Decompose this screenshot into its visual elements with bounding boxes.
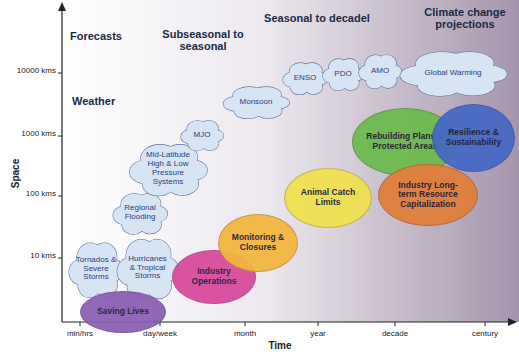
ellipse-label: Saving Lives: [97, 307, 149, 317]
tick-label: century: [455, 330, 515, 339]
management-ellipse: Animal Catch Limits: [284, 168, 372, 228]
cloud-label: ENSO: [294, 74, 317, 83]
scale-heading: Seasonal to decadel: [262, 12, 372, 24]
ellipse-label: Resilience & Sustainability: [443, 128, 504, 147]
management-ellipse: Industry Long-term Resource Capitalizati…: [378, 164, 478, 226]
cloud-label: Regional Flooding: [120, 204, 161, 222]
cloud-label: MJO: [194, 131, 211, 140]
ellipse-label: Animal Catch Limits: [296, 188, 361, 207]
cloud-label: Global Warming: [424, 69, 481, 78]
cloud-label: Mid-Latitude High & Low Pressure Systems: [139, 151, 198, 187]
tick-label: min/hrs: [55, 330, 105, 339]
tick-label: decade: [365, 330, 425, 339]
phenomenon-cloud: PDO: [322, 56, 364, 92]
cloud-label: PDO: [334, 70, 351, 79]
scale-heading: Climate change projections: [418, 6, 512, 30]
management-ellipse: Saving Lives: [80, 291, 166, 333]
ellipse-label: Monitoring & Closures: [229, 233, 288, 252]
axis-arrow: [508, 318, 517, 326]
tick-label: day/week: [130, 330, 190, 339]
phenomenon-cloud: Regional Flooding: [112, 190, 168, 236]
phenomenon-cloud: MJO: [180, 118, 224, 152]
tick-label: 10 kms: [0, 252, 56, 261]
y-axis: [61, 8, 62, 322]
axis-title: Space: [10, 149, 21, 199]
phenomenon-cloud: Monsoon: [222, 84, 290, 120]
tick-label: month: [215, 330, 275, 339]
scale-heading: Weather: [72, 95, 132, 107]
ellipse-label: Industry Operations: [183, 267, 245, 286]
cloud-label: Monsoon: [240, 98, 273, 107]
plot-area: [62, 0, 519, 322]
axis-title: Time: [255, 340, 305, 351]
management-ellipse: Resilience & Sustainability: [432, 104, 515, 172]
scale-heading: Subseasonal to seasonal: [158, 28, 248, 52]
ellipse-label: Industry Long-term Resource Capitalizati…: [391, 181, 465, 210]
axis-arrow: [58, 2, 66, 11]
management-ellipse: Monitoring & Closures: [218, 214, 298, 272]
axis-ticks: [58, 73, 485, 326]
tick-label: 1000 kms: [0, 130, 56, 139]
tick-label: 100 kms: [0, 190, 56, 199]
cloud-label: AMO: [371, 67, 389, 76]
scale-heading: Forecasts: [70, 30, 130, 42]
cloud-label: Tornados & Severe Storms: [76, 256, 117, 283]
tick-label: 10000 kms: [0, 67, 56, 76]
tick-label: year: [288, 330, 348, 339]
phenomenon-cloud: ENSO: [282, 60, 328, 96]
cloud-label: Hurricanes & Tropical Storms: [125, 255, 171, 282]
phenomenon-cloud: Global Warming: [398, 48, 508, 98]
phenomenon-cloud: AMO: [358, 52, 402, 90]
